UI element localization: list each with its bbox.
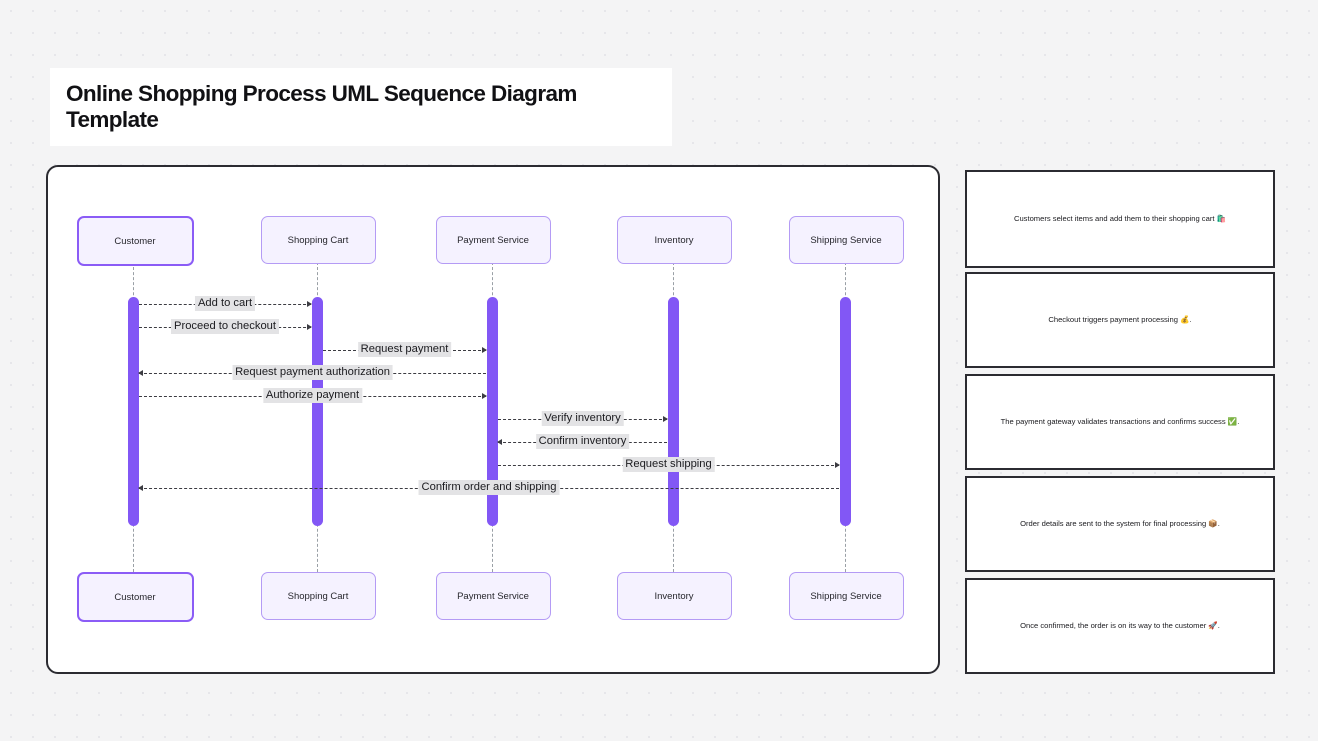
participant-box-shipping-top[interactable]: Shipping Service: [788, 216, 904, 264]
message-label: Request shipping: [622, 457, 715, 472]
page-title: Online Shopping Process UML Sequence Dia…: [66, 81, 577, 132]
note-card-2[interactable]: Checkout triggers payment processing 💰.: [965, 272, 1275, 368]
participant-label: Customer: [114, 591, 156, 603]
message-label: Authorize payment: [262, 388, 363, 403]
participant-label: Payment Service: [457, 234, 529, 246]
note-text: The payment gateway validates transactio…: [1000, 417, 1240, 426]
participant-label: Shipping Service: [810, 590, 882, 602]
message-label: Add to cart: [194, 296, 256, 311]
arrowhead-icon: [663, 415, 668, 422]
note-card-1[interactable]: Customers select items and add them to t…: [965, 170, 1275, 268]
note-card-5[interactable]: Once confirmed, the order is on its way …: [965, 578, 1275, 674]
arrowhead-icon: [138, 369, 143, 376]
message-label: Verify inventory: [541, 411, 624, 426]
participant-label: Inventory: [654, 234, 694, 246]
arrowhead-icon: [835, 461, 840, 468]
participant-label: Shopping Cart: [287, 590, 349, 602]
arrowhead-icon: [138, 484, 143, 491]
note-text: Once confirmed, the order is on its way …: [1020, 621, 1220, 630]
participant-label: Shopping Cart: [287, 234, 349, 246]
participant-label: Shipping Service: [810, 234, 882, 246]
participant-box-inventory-top[interactable]: Inventory: [616, 216, 732, 264]
arrowhead-icon: [307, 323, 312, 330]
activation-bar-cart[interactable]: [311, 297, 323, 526]
participant-label: Payment Service: [457, 590, 529, 602]
arrowhead-icon: [307, 300, 312, 307]
message-label: Confirm order and shipping: [418, 480, 560, 495]
note-text: Customers select items and add them to t…: [1013, 214, 1227, 223]
message-label: Request payment: [357, 342, 452, 357]
activation-bar-payment[interactable]: [486, 297, 498, 526]
participant-box-shipping-bottom[interactable]: Shipping Service: [788, 572, 904, 620]
arrowhead-icon: [482, 346, 487, 353]
note-text: Order details are sent to the system for…: [1020, 519, 1220, 528]
note-card-4[interactable]: Order details are sent to the system for…: [965, 476, 1275, 572]
participant-box-cart-bottom[interactable]: Shopping Cart: [260, 572, 376, 620]
participant-box-payment-bottom[interactable]: Payment Service: [435, 572, 551, 620]
participant-box-inventory-bottom[interactable]: Inventory: [616, 572, 732, 620]
participant-label: Inventory: [654, 590, 694, 602]
participant-label: Customer: [114, 235, 156, 247]
message-label: Confirm inventory: [535, 434, 630, 449]
arrowhead-icon: [497, 438, 502, 445]
activation-bar-shipping[interactable]: [839, 297, 851, 526]
participant-box-payment-top[interactable]: Payment Service: [435, 216, 551, 264]
activation-bar-inventory[interactable]: [667, 297, 679, 526]
message-label: Proceed to checkout: [171, 319, 279, 334]
participant-box-cart-top[interactable]: Shopping Cart: [260, 216, 376, 264]
participant-box-customer-top[interactable]: Customer: [76, 216, 194, 266]
participant-box-customer-bottom[interactable]: Customer: [76, 572, 194, 622]
arrowhead-icon: [482, 392, 487, 399]
note-card-3[interactable]: The payment gateway validates transactio…: [965, 374, 1275, 470]
activation-bar-customer[interactable]: [127, 297, 139, 526]
message-label: Request payment authorization: [232, 365, 393, 380]
title-banner: Online Shopping Process UML Sequence Dia…: [50, 68, 672, 146]
note-text: Checkout triggers payment processing 💰.: [1048, 315, 1192, 324]
